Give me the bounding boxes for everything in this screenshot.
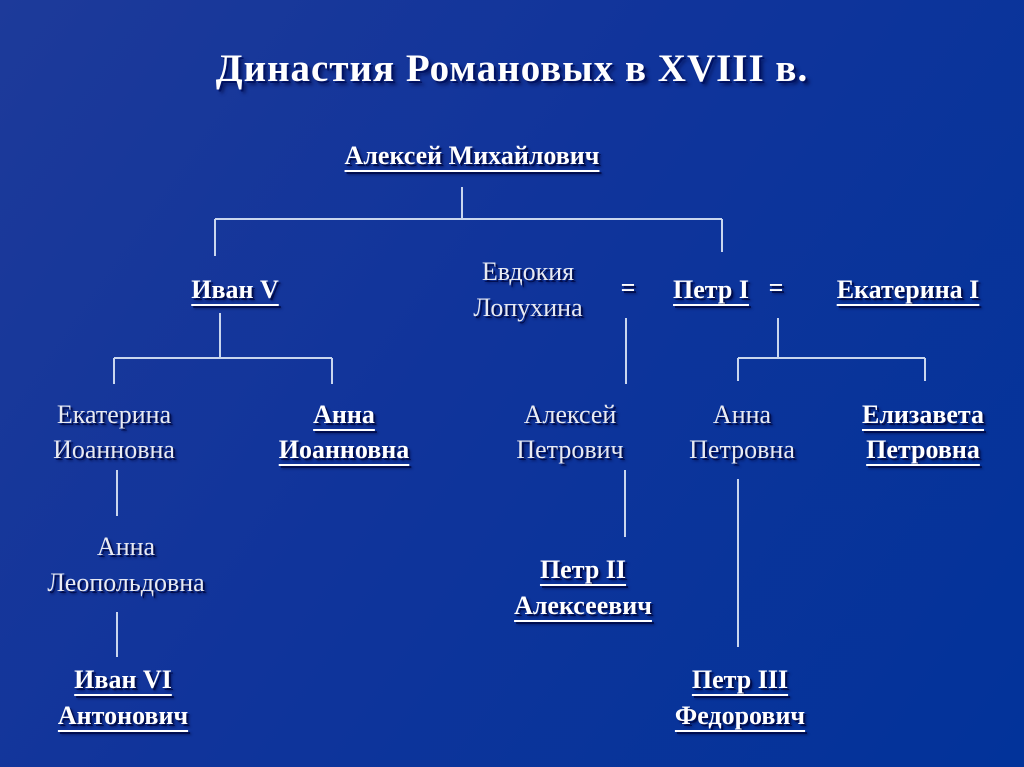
node-petr-ii-alekseevich: Петр II Алексеевич bbox=[514, 555, 652, 620]
node-evdokia-lopukhina: Евдокия Лопухина bbox=[473, 257, 583, 322]
node-alexey-mikhailovich: Алексей Михайлович bbox=[344, 141, 600, 170]
node-ivan-vi-antonovich: Иван VI Антонович bbox=[57, 665, 189, 730]
node-ekaterina-ioannovna: Екатерина Иоанновна bbox=[53, 400, 175, 464]
node-alexey-petrovich: Алексей Петрович bbox=[516, 400, 624, 464]
node-petr-i: Петр I bbox=[673, 275, 749, 304]
node-ekaterina-i: Екатерина I bbox=[836, 275, 980, 304]
equals-sign-petr-ekaterina: = bbox=[768, 273, 784, 302]
node-petr-iii-fedorovich: Петр III Федорович bbox=[674, 665, 806, 730]
node-elizaveta-petrovna: Елизавета Петровна bbox=[861, 400, 985, 464]
node-anna-ioannovna: Анна Иоанновна bbox=[278, 400, 410, 464]
equals-sign-evdokia-petr: = bbox=[620, 273, 636, 302]
slide-title: Династия Романовых в XVIII в. bbox=[215, 47, 809, 90]
node-ivan-v: Иван V bbox=[191, 275, 279, 304]
node-anna-leopoldovna: Анна Леопольдовна bbox=[47, 532, 205, 597]
node-anna-petrovna: Анна Петровна bbox=[689, 400, 795, 464]
